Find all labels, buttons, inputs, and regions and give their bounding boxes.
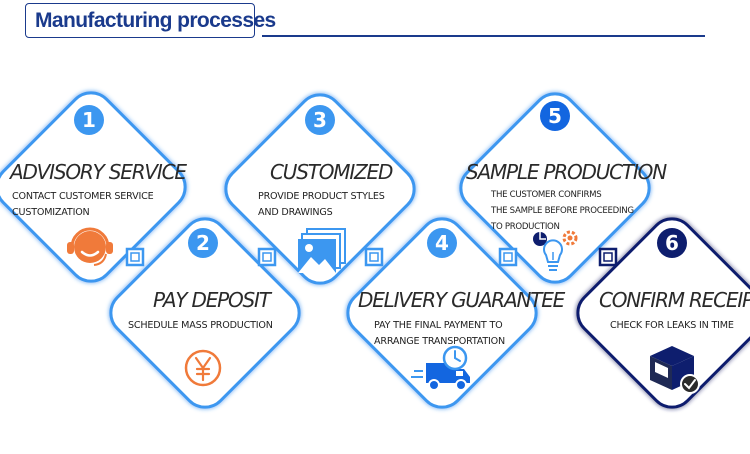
- step-2-description: SCHEDULE MASS PRODUCTION: [128, 320, 273, 331]
- connector-2-3: [257, 247, 277, 267]
- connector-4-5: [498, 247, 518, 267]
- connector-5-6: [598, 247, 618, 267]
- picture-gallery-icon: [298, 228, 346, 273]
- step-6-diamond: [576, 217, 750, 409]
- step-1-title: ADVISORY SERVICE: [10, 160, 187, 184]
- step-3-number-badge: 3: [305, 105, 335, 135]
- step-3-description: PROVIDE PRODUCT STYLES AND DRAWINGS: [258, 191, 385, 218]
- step-5-description: THE CUSTOMER CONFIRMS THE SAMPLE BEFORE …: [491, 190, 634, 232]
- svg-text:3: 3: [313, 108, 327, 132]
- step-5-number-badge: 5: [540, 101, 570, 131]
- step-6-description: CHECK FOR LEAKS IN TIME: [610, 320, 734, 331]
- svg-text:6: 6: [665, 231, 679, 255]
- step-2-diamond: [109, 217, 301, 409]
- step-2-number-badge: 2: [188, 228, 218, 258]
- step-1-diamond: [0, 91, 187, 283]
- step-1-description: CONTACT CUSTOMER SERVICE CUSTOMIZATION: [12, 191, 154, 218]
- svg-text:5: 5: [548, 104, 562, 128]
- step-3-diamond: [224, 93, 416, 285]
- header-title-box: Manufacturing processes: [25, 3, 276, 38]
- step-6-title: CONFIRM RECEIPT: [599, 288, 750, 312]
- step-2-title: PAY DEPOSIT: [153, 288, 271, 312]
- customer-service-headset-icon: [67, 227, 113, 266]
- step-1-number-badge: 1: [74, 105, 104, 135]
- step-3-title: CUSTOMIZED: [270, 160, 393, 184]
- step-4-description: PAY THE FINAL PAYMENT TO ARRANGE TRANSPO…: [374, 320, 506, 347]
- svg-text:4: 4: [435, 231, 449, 255]
- step-4-diamond: [346, 217, 538, 409]
- step-4-number-badge: 4: [427, 228, 457, 258]
- idea-bulb-gears-icon: [533, 230, 578, 271]
- connector-1-2: [125, 247, 145, 267]
- step-5-title: SAMPLE PRODUCTION: [466, 160, 667, 184]
- step-6-number-badge: 6: [657, 228, 687, 258]
- header-underline: [262, 35, 705, 37]
- connector-3-4: [364, 247, 384, 267]
- svg-text:2: 2: [196, 231, 210, 255]
- page-title: Manufacturing processes: [35, 8, 276, 32]
- svg-text:1: 1: [82, 108, 96, 132]
- step-4-title: DELIVERY GUARANTEE: [358, 288, 565, 312]
- package-check-icon: [650, 346, 700, 394]
- delivery-truck-clock-icon: [411, 345, 470, 391]
- step-5-diamond: [459, 92, 651, 284]
- yen-currency-icon: [184, 349, 222, 387]
